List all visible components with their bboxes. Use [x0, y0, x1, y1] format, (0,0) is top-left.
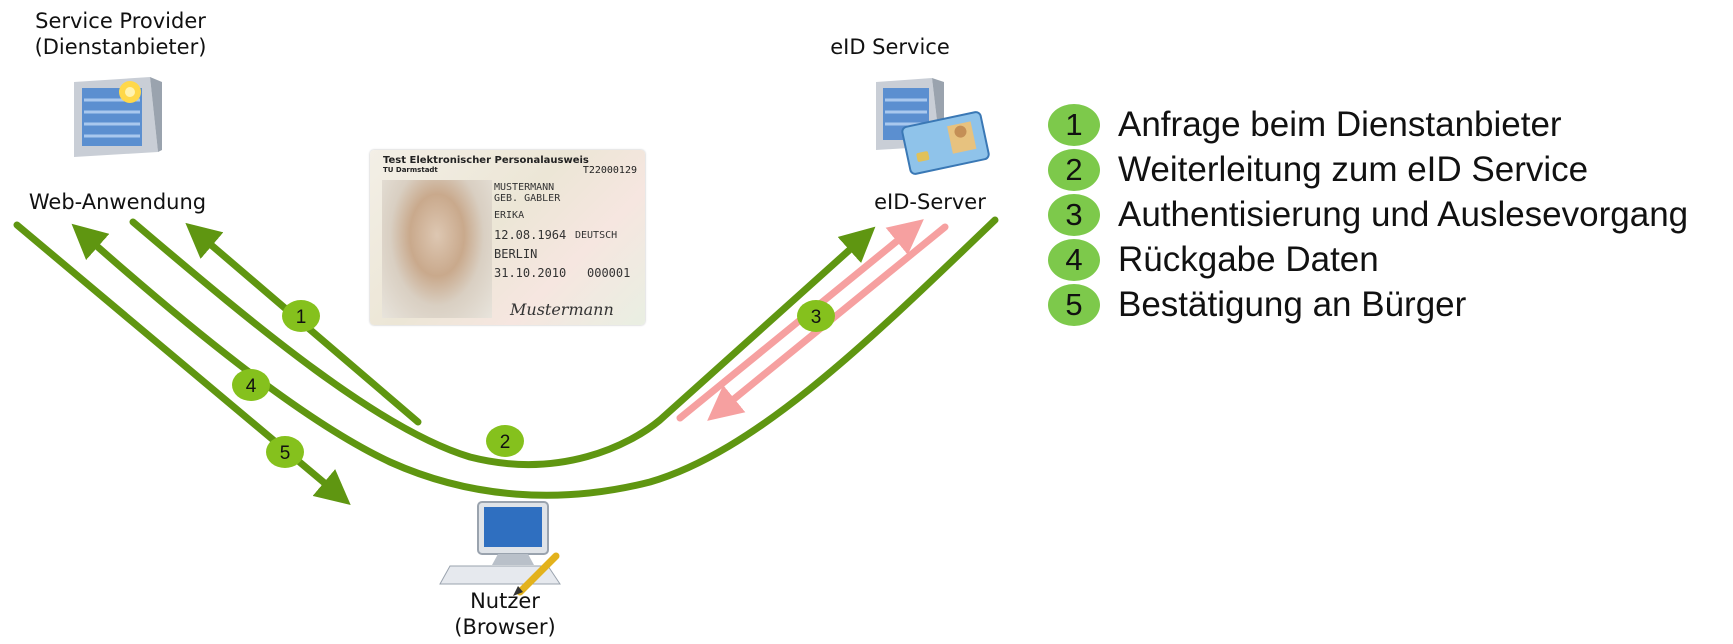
- id-card-number: T22000129: [582, 165, 637, 176]
- service-provider-title-line1: Service Provider: [35, 9, 206, 33]
- flow-badge-5-label: 5: [280, 443, 291, 464]
- user-title: Nutzer (Browser): [435, 588, 575, 640]
- legend-badge-2: 2: [1048, 148, 1100, 191]
- flow-badge-1: 1: [282, 300, 320, 332]
- id-card-birth-name: GEB. GABLER: [494, 193, 561, 204]
- flow-badge-2: 2: [486, 425, 524, 457]
- id-card-valid-until: 31.10.2010: [494, 266, 567, 280]
- user-title-line2: (Browser): [454, 615, 556, 639]
- eid-server-label: eID-Server: [874, 190, 986, 214]
- user-title-line1: Nutzer: [470, 589, 540, 613]
- flow-badge-4: 4: [232, 369, 270, 401]
- arrow-4-return-data: [71, 216, 999, 499]
- flow-badge-2-label: 2: [500, 432, 511, 453]
- legend-item-5: 5 Bestätigung an Bürger: [1048, 282, 1688, 327]
- arrow-2-redirect: [129, 218, 876, 468]
- legend-badge-5: 5: [1048, 283, 1100, 326]
- flow-badge-3: 3: [797, 300, 835, 332]
- legend-text-1: Anfrage beim Dienstanbieter: [1118, 104, 1562, 144]
- server-with-id-card-icon: [876, 78, 990, 175]
- id-card-birth-date: 12.08.1964: [494, 228, 567, 242]
- server-icon: [74, 77, 162, 157]
- id-card-access-number: 000001: [587, 266, 631, 280]
- service-provider-title: Service Provider (Dienstanbieter): [18, 8, 223, 60]
- legend-badge-3: 3: [1048, 193, 1100, 236]
- eid-service-title: eID Service: [830, 35, 950, 59]
- id-card-place-of-birth: BERLIN: [494, 247, 538, 261]
- legend-item-4: 4 Rückgabe Daten: [1048, 237, 1688, 282]
- legend-text-5: Bestätigung an Bürger: [1118, 284, 1467, 324]
- legend-item-1: 1 Anfrage beim Dienstanbieter: [1048, 102, 1688, 147]
- legend-item-3: 3 Authentisierung und Auslesevorgang: [1048, 192, 1688, 237]
- flow-badge-4-label: 4: [246, 376, 257, 397]
- flow-badge-3-label: 3: [811, 307, 822, 328]
- legend-item-2: 2 Weiterleitung zum eID Service: [1048, 147, 1688, 192]
- id-card-photo: [382, 180, 492, 318]
- id-card-signature: Mustermann: [510, 300, 614, 319]
- id-card-subheader: TU Darmstadt: [383, 166, 438, 174]
- id-card-given-name: ERIKA: [494, 210, 525, 221]
- legend-badge-4: 4: [1048, 238, 1100, 281]
- legend-text-3: Authentisierung und Auslesevorgang: [1118, 194, 1689, 234]
- arrow-3-auth-up: [676, 219, 924, 422]
- web-application-label: Web-Anwendung: [28, 190, 207, 214]
- steps-legend: 1 Anfrage beim Dienstanbieter 2 Weiterle…: [1048, 102, 1688, 327]
- flow-badge-5: 5: [266, 436, 304, 468]
- legend-text-4: Rückgabe Daten: [1118, 239, 1379, 279]
- id-card-surname: MUSTERMANN: [494, 182, 555, 193]
- id-card-image: Test Elektronischer Personalausweis TU D…: [370, 150, 645, 325]
- id-card-nationality: DEUTSCH: [575, 230, 618, 241]
- legend-text-2: Weiterleitung zum eID Service: [1118, 149, 1589, 189]
- service-provider-title-line2: (Dienstanbieter): [34, 35, 207, 59]
- id-card-header: Test Elektronischer Personalausweis: [383, 155, 589, 166]
- computer-icon: [439, 501, 561, 596]
- flow-badge-1-label: 1: [296, 307, 307, 328]
- legend-badge-1: 1: [1048, 103, 1100, 146]
